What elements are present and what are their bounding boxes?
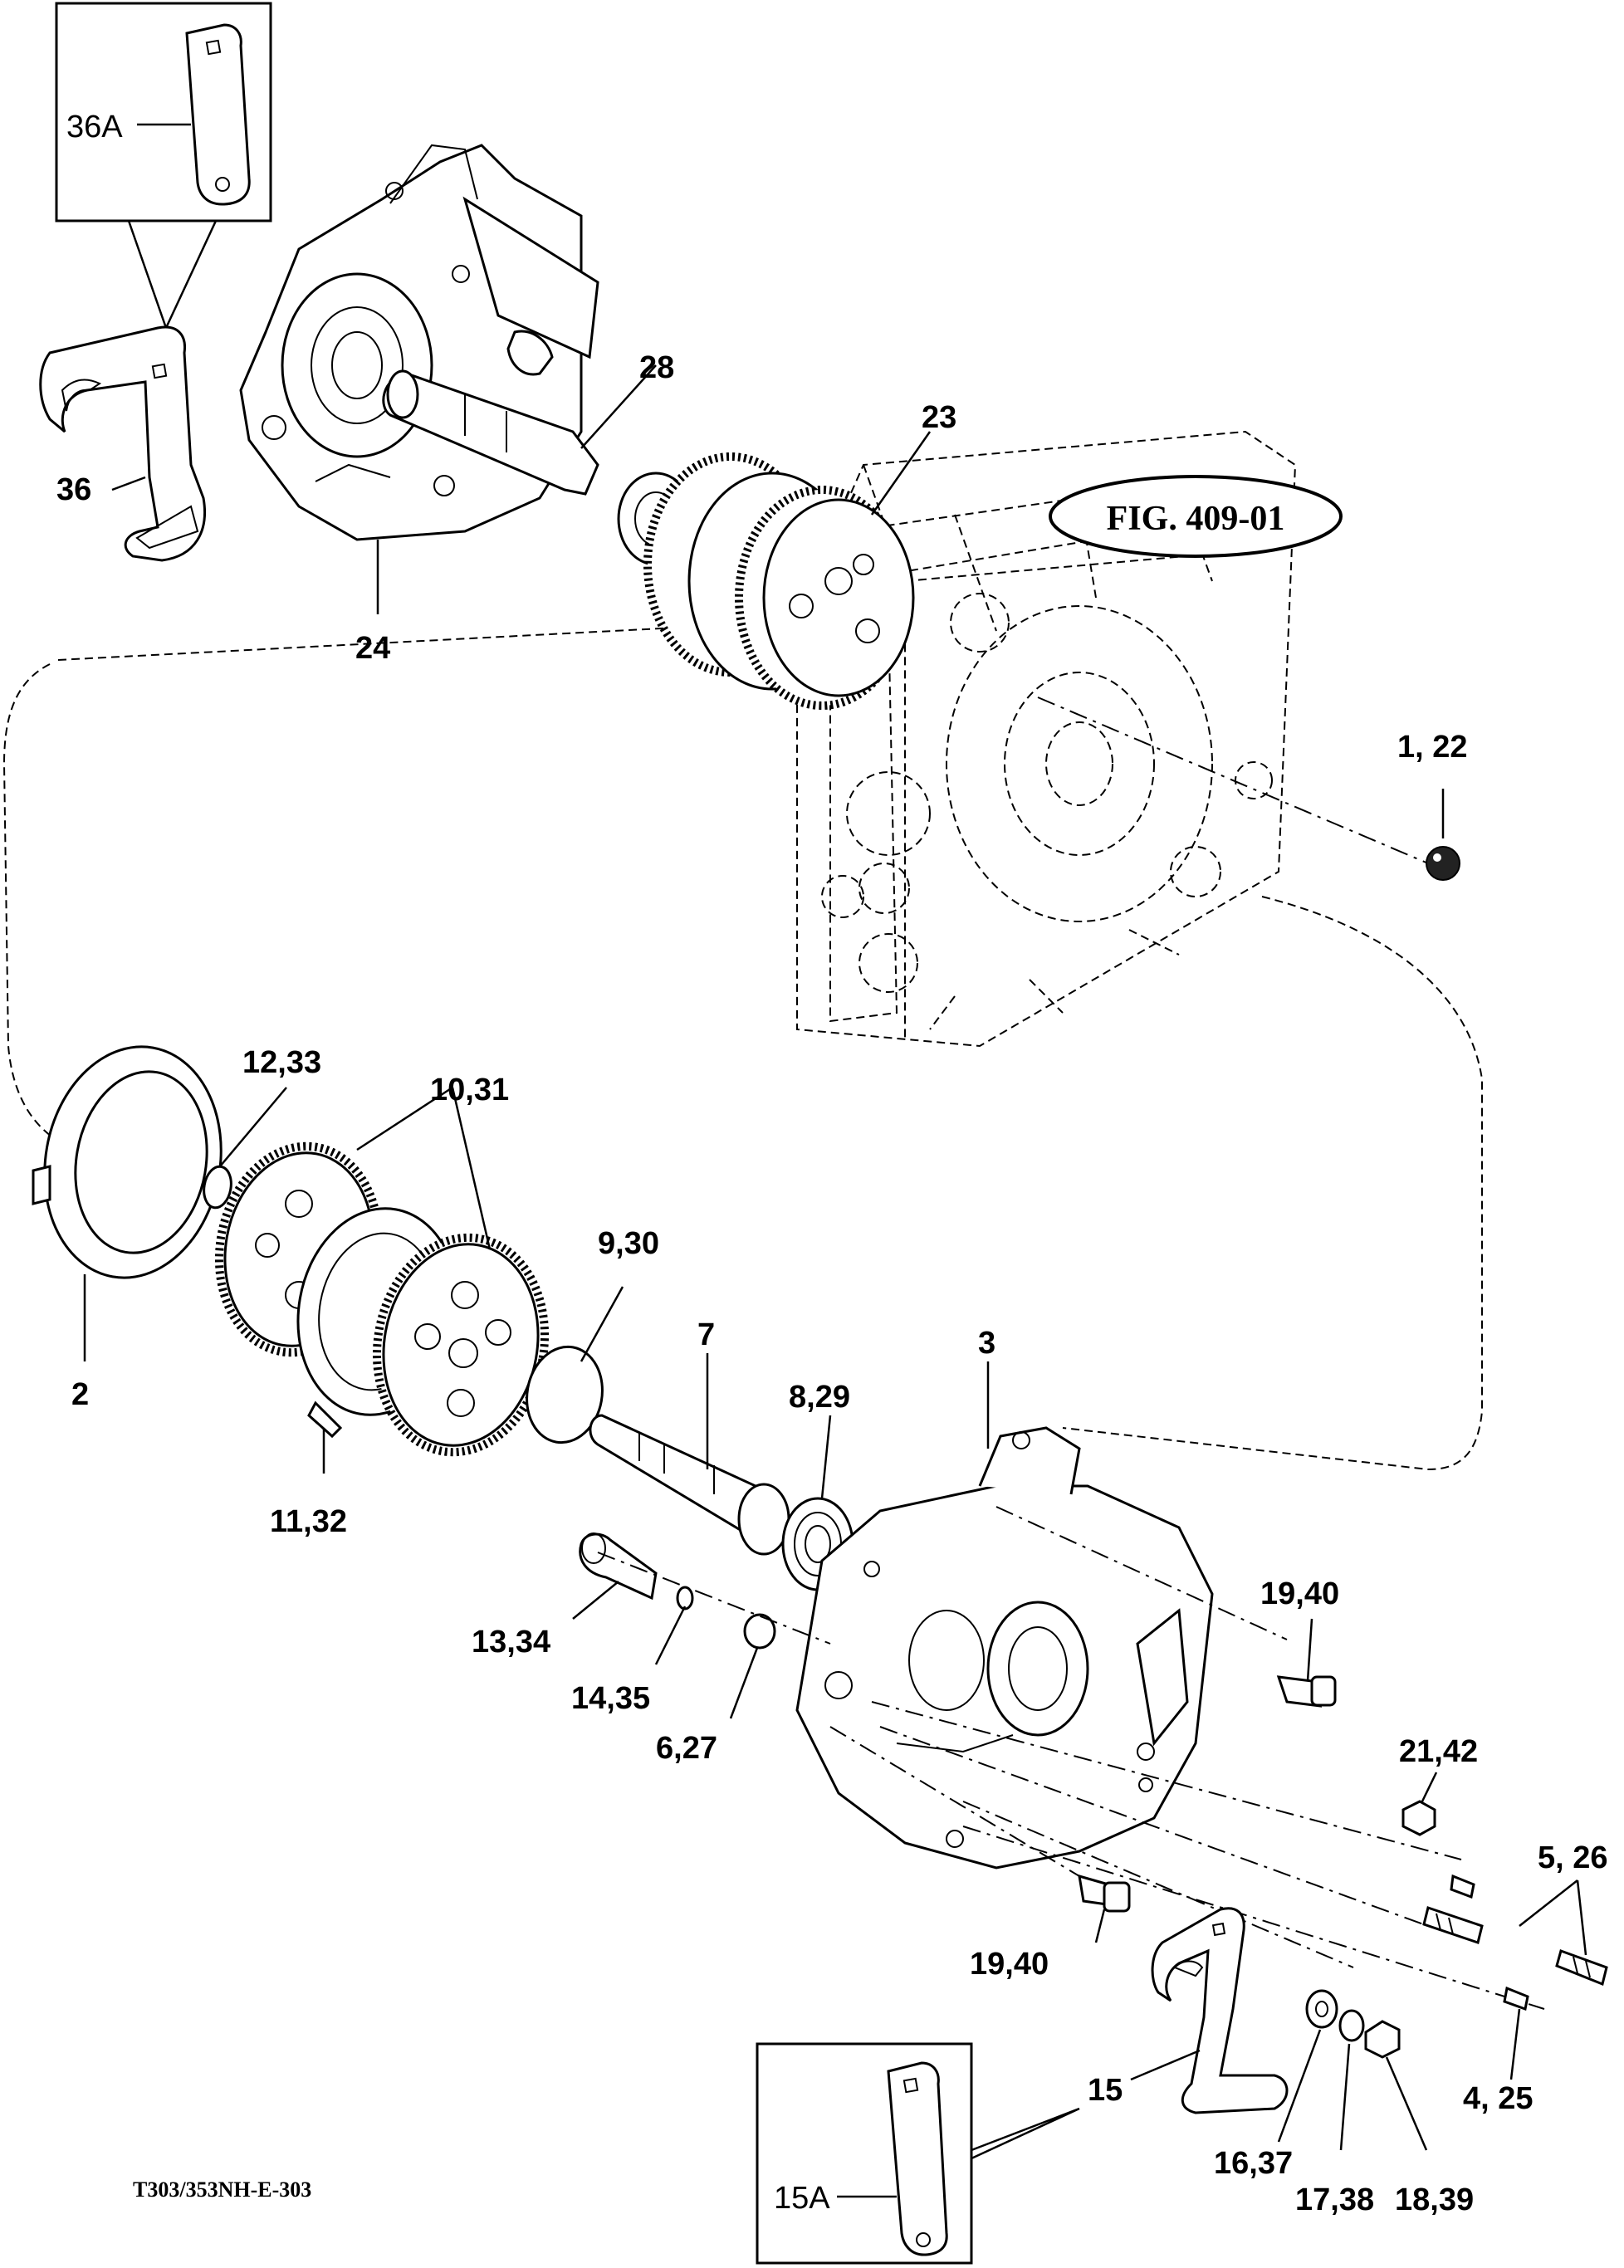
figure-reference-badge[interactable]: FIG. 409-01 — [1049, 475, 1343, 558]
callout-1-22: 1, 22 — [1397, 730, 1468, 765]
callout-24: 24 — [355, 631, 390, 666]
callout-36: 36 — [56, 472, 91, 507]
callout-23: 23 — [922, 400, 956, 435]
shaft-7 — [589, 1414, 790, 1556]
cover-ring-2 — [32, 1045, 223, 1279]
lower-axis-lines — [597, 1506, 1545, 2010]
callout-5-26: 5, 26 — [1538, 1840, 1608, 1875]
axis-line-1-22 — [1037, 697, 1429, 864]
inset-box-36a — [55, 2, 272, 222]
lock-washer-17-38 — [1338, 2009, 1365, 2042]
callout-12-33: 12,33 — [242, 1045, 321, 1080]
washer-14-35 — [676, 1586, 694, 1611]
snap-ring-12-33 — [203, 1165, 232, 1210]
lever-15 — [1151, 1907, 1289, 2114]
figure-reference-text: FIG. 409-01 — [1107, 500, 1285, 538]
callout-17-38: 17,38 — [1295, 2182, 1374, 2217]
drawing-code: T303/353NH-E-303 — [133, 2178, 311, 2202]
callout-21-42: 21,42 — [1399, 1734, 1478, 1769]
callout-labels: 36A 36 28 23 24 1, 22 12,33 10,31 9,30 2… — [56, 110, 1608, 2217]
ball-1-22 — [1426, 846, 1460, 881]
callout-13-34: 13,34 — [472, 1625, 550, 1659]
shaft-28 — [382, 369, 599, 496]
callout-36a: 36A — [66, 110, 123, 144]
inset-box-15a — [756, 2042, 973, 2265]
callout-16-37: 16,37 — [1214, 2146, 1293, 2181]
washer-16-37 — [1305, 1989, 1338, 2029]
leader-lines — [83, 364, 1587, 2151]
clutch-discs-10-31 — [214, 1141, 550, 1457]
callout-15: 15 — [1088, 2073, 1123, 2108]
studs-5-26 — [1422, 1906, 1608, 1987]
callout-19-40-lower: 19,40 — [970, 1947, 1049, 1982]
callout-15a: 15A — [774, 2181, 830, 2216]
lever-36 — [39, 325, 206, 562]
pins-4-25 — [1450, 1874, 1529, 2011]
pin-13-34 — [579, 1532, 658, 1601]
callout-8-29: 8,29 — [789, 1380, 850, 1415]
nut-21-42 — [1401, 1800, 1436, 1836]
callout-6-27: 6,27 — [656, 1731, 717, 1766]
callout-18-39: 18,39 — [1395, 2182, 1474, 2217]
bolt-19-40-lower — [1078, 1874, 1131, 1913]
nut-18-39 — [1364, 2020, 1401, 2059]
callout-3: 3 — [978, 1326, 995, 1361]
housing-3 — [795, 1426, 1214, 1870]
callout-14-35: 14,35 — [571, 1681, 650, 1716]
snap-ring-9-30 — [526, 1345, 604, 1444]
callout-4-25: 4, 25 — [1463, 2081, 1534, 2116]
callout-9-30: 9,30 — [598, 1226, 659, 1261]
phantom-boundary — [2, 622, 1483, 1471]
callout-19-40-upper: 19,40 — [1260, 1576, 1339, 1611]
callout-2: 2 — [71, 1377, 89, 1412]
callout-10-31: 10,31 — [430, 1073, 509, 1107]
callout-7: 7 — [697, 1317, 715, 1352]
clutch-pack-23 — [617, 452, 915, 710]
bushing-6-27 — [743, 1613, 776, 1650]
bolt-19-40-upper — [1276, 1675, 1337, 1708]
callout-11-32: 11,32 — [270, 1504, 347, 1539]
callout-28: 28 — [639, 350, 674, 385]
